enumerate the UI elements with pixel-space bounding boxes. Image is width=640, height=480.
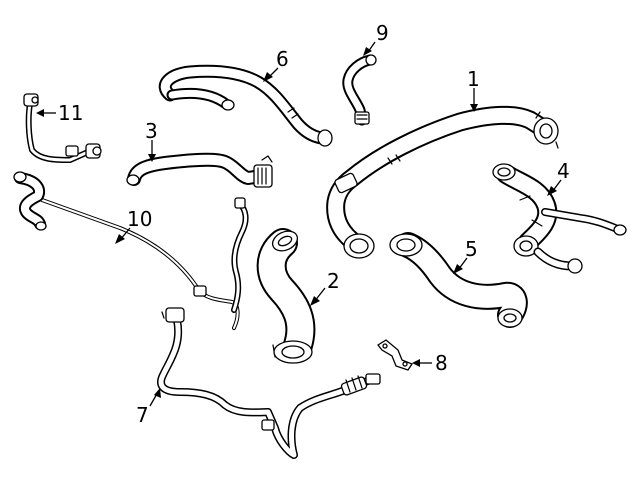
callout-1: 1 xyxy=(467,67,480,91)
part-11-tube[interactable] xyxy=(23,93,102,163)
leader-3-arrow xyxy=(148,154,156,162)
leader-10-arrow xyxy=(115,234,125,244)
leader-4-arrow xyxy=(547,186,557,196)
callout-9: 9 xyxy=(376,21,389,45)
callout-8: 8 xyxy=(435,351,448,375)
part-8-bracket[interactable] xyxy=(377,339,413,371)
leader-2-arrow xyxy=(310,296,320,306)
part-5-hose[interactable] xyxy=(389,232,528,328)
callout-2: 2 xyxy=(327,269,340,293)
callout-labels: 1 2 3 4 5 6 7 8 9 10 11 xyxy=(58,21,570,427)
callout-7: 7 xyxy=(136,403,149,427)
callout-leaders xyxy=(36,41,562,407)
leader-8-arrow xyxy=(412,359,420,367)
callout-3: 3 xyxy=(145,119,158,143)
callout-11: 11 xyxy=(58,101,83,125)
callout-4: 4 xyxy=(557,159,570,183)
callout-10: 10 xyxy=(127,207,152,231)
leader-6-arrow xyxy=(263,72,273,82)
leader-9-arrow xyxy=(363,47,372,56)
part-1-upper-radiator-hose[interactable] xyxy=(326,105,559,259)
part-3-hose[interactable] xyxy=(126,152,273,188)
part-2-lower-hose[interactable] xyxy=(256,227,316,364)
leader-11-arrow xyxy=(36,109,44,117)
part-4-thermostat-housing[interactable] xyxy=(492,163,627,274)
part-9-hose[interactable] xyxy=(342,54,377,126)
callout-6: 6 xyxy=(276,47,289,71)
leader-1-arrow xyxy=(470,104,478,112)
leader-7-arrow xyxy=(154,388,161,398)
part-7-coolant-line[interactable] xyxy=(157,307,381,459)
leader-5-arrow xyxy=(453,264,463,274)
part-6-hose[interactable] xyxy=(158,64,333,147)
callout-5: 5 xyxy=(465,237,478,261)
part-10-coolant-tube[interactable] xyxy=(13,171,249,330)
